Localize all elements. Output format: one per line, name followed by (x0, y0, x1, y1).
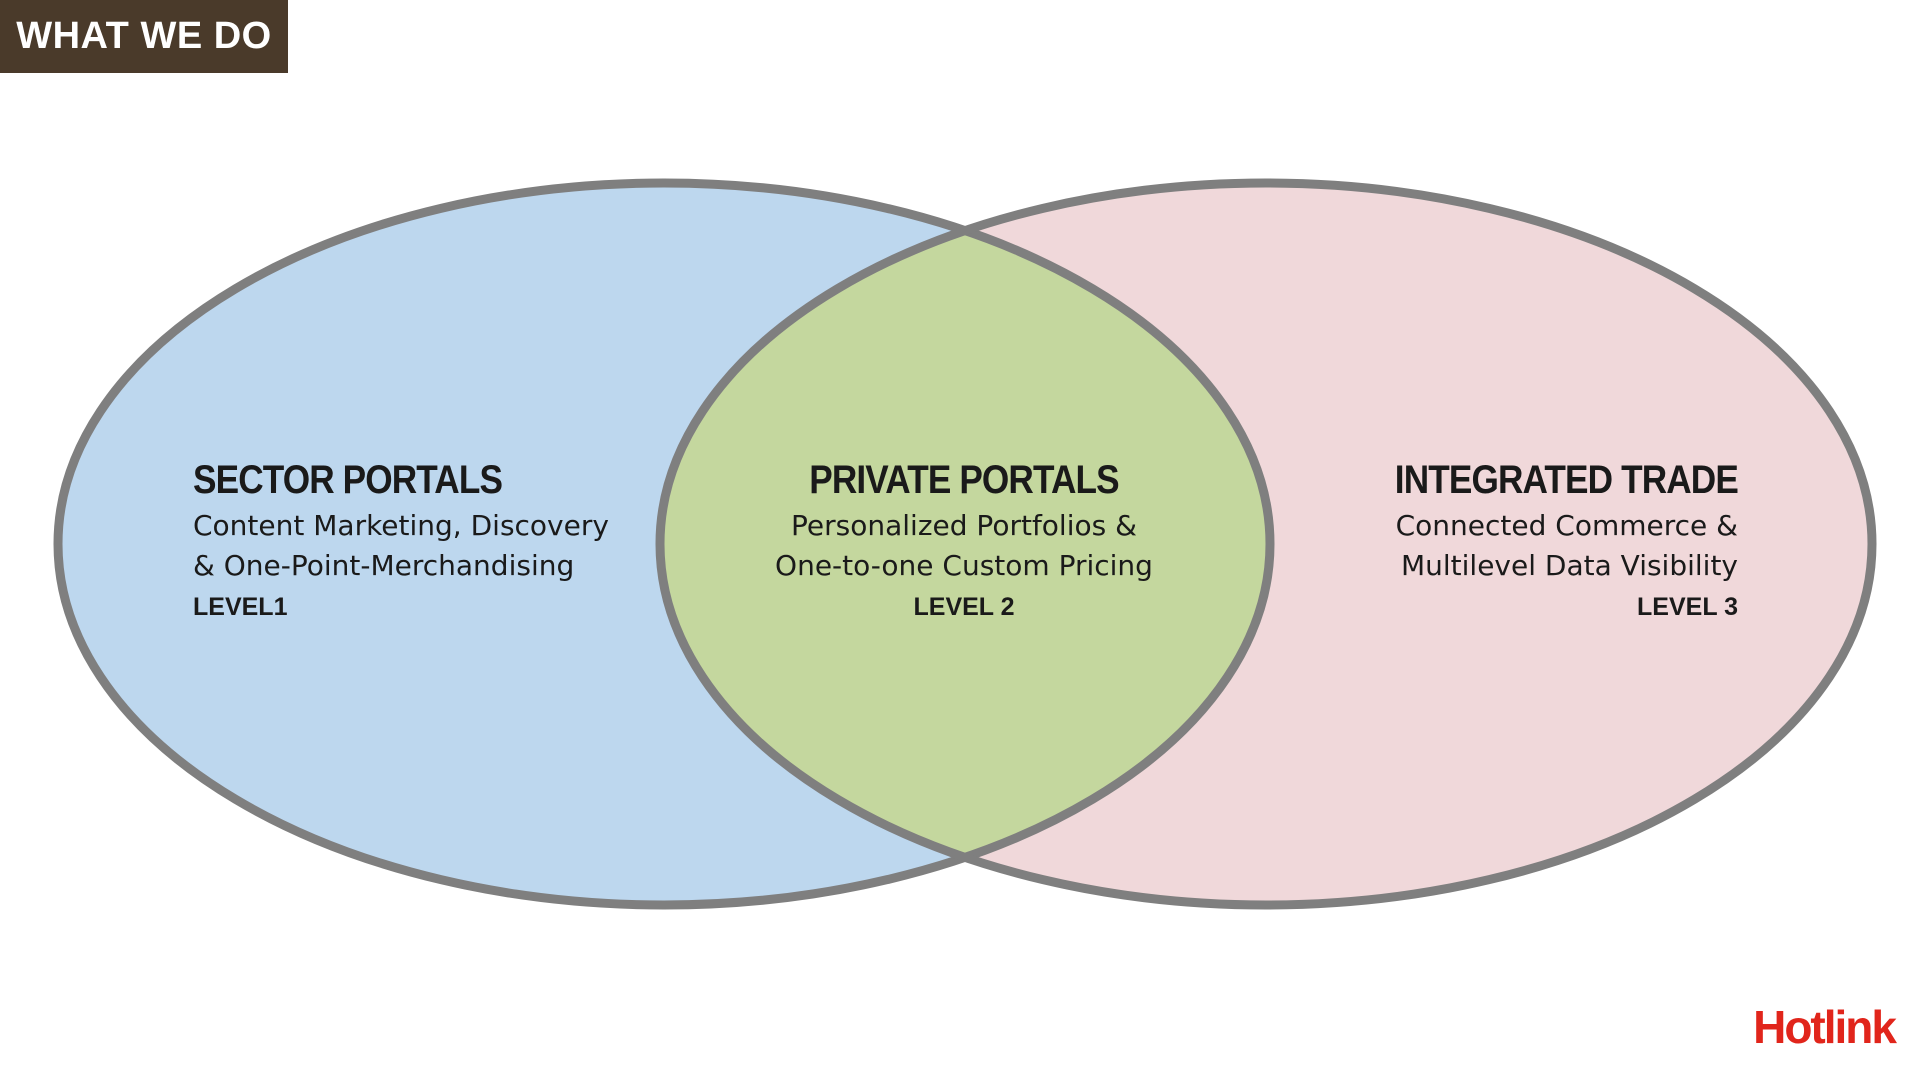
section-tag: WHAT WE DO (0, 0, 288, 73)
integrated-trade-desc-line2: Multilevel Data Visibility (1400, 549, 1738, 582)
integrated-trade-desc-line1: Connected Commerce & (1395, 509, 1738, 542)
private-portals-desc-line2: One-to-one Custom Pricing (775, 549, 1153, 582)
right-ellipse-outline (655, 178, 1877, 910)
sector-portals-title: SECTOR PORTALS (193, 458, 503, 502)
integrated-trade-title: INTEGRATED TRADE (1394, 458, 1739, 502)
sector-portals-level: LEVEL1 (193, 593, 288, 621)
private-portals-title: PRIVATE PORTALS (809, 458, 1119, 502)
integrated-trade-block: INTEGRATED TRADE Connected Commerce & Mu… (1348, 456, 1739, 624)
sector-portals-block: SECTOR PORTALS Content Marketing, Discov… (193, 456, 609, 624)
integrated-trade-level: LEVEL 3 (1637, 593, 1738, 621)
sector-portals-desc-line2: & One-Point-Merchandising (193, 549, 575, 582)
private-portals-block: PRIVATE PORTALS Personalized Portfolios … (764, 456, 1164, 624)
hotlink-logo: Hotlink (1753, 1001, 1897, 1053)
sector-portals-desc-line1: Content Marketing, Discovery (193, 509, 609, 542)
private-portals-level: LEVEL 2 (913, 593, 1015, 621)
left-ellipse-outline (53, 178, 1275, 910)
private-portals-desc-line1: Personalized Portfolios & (791, 509, 1137, 542)
